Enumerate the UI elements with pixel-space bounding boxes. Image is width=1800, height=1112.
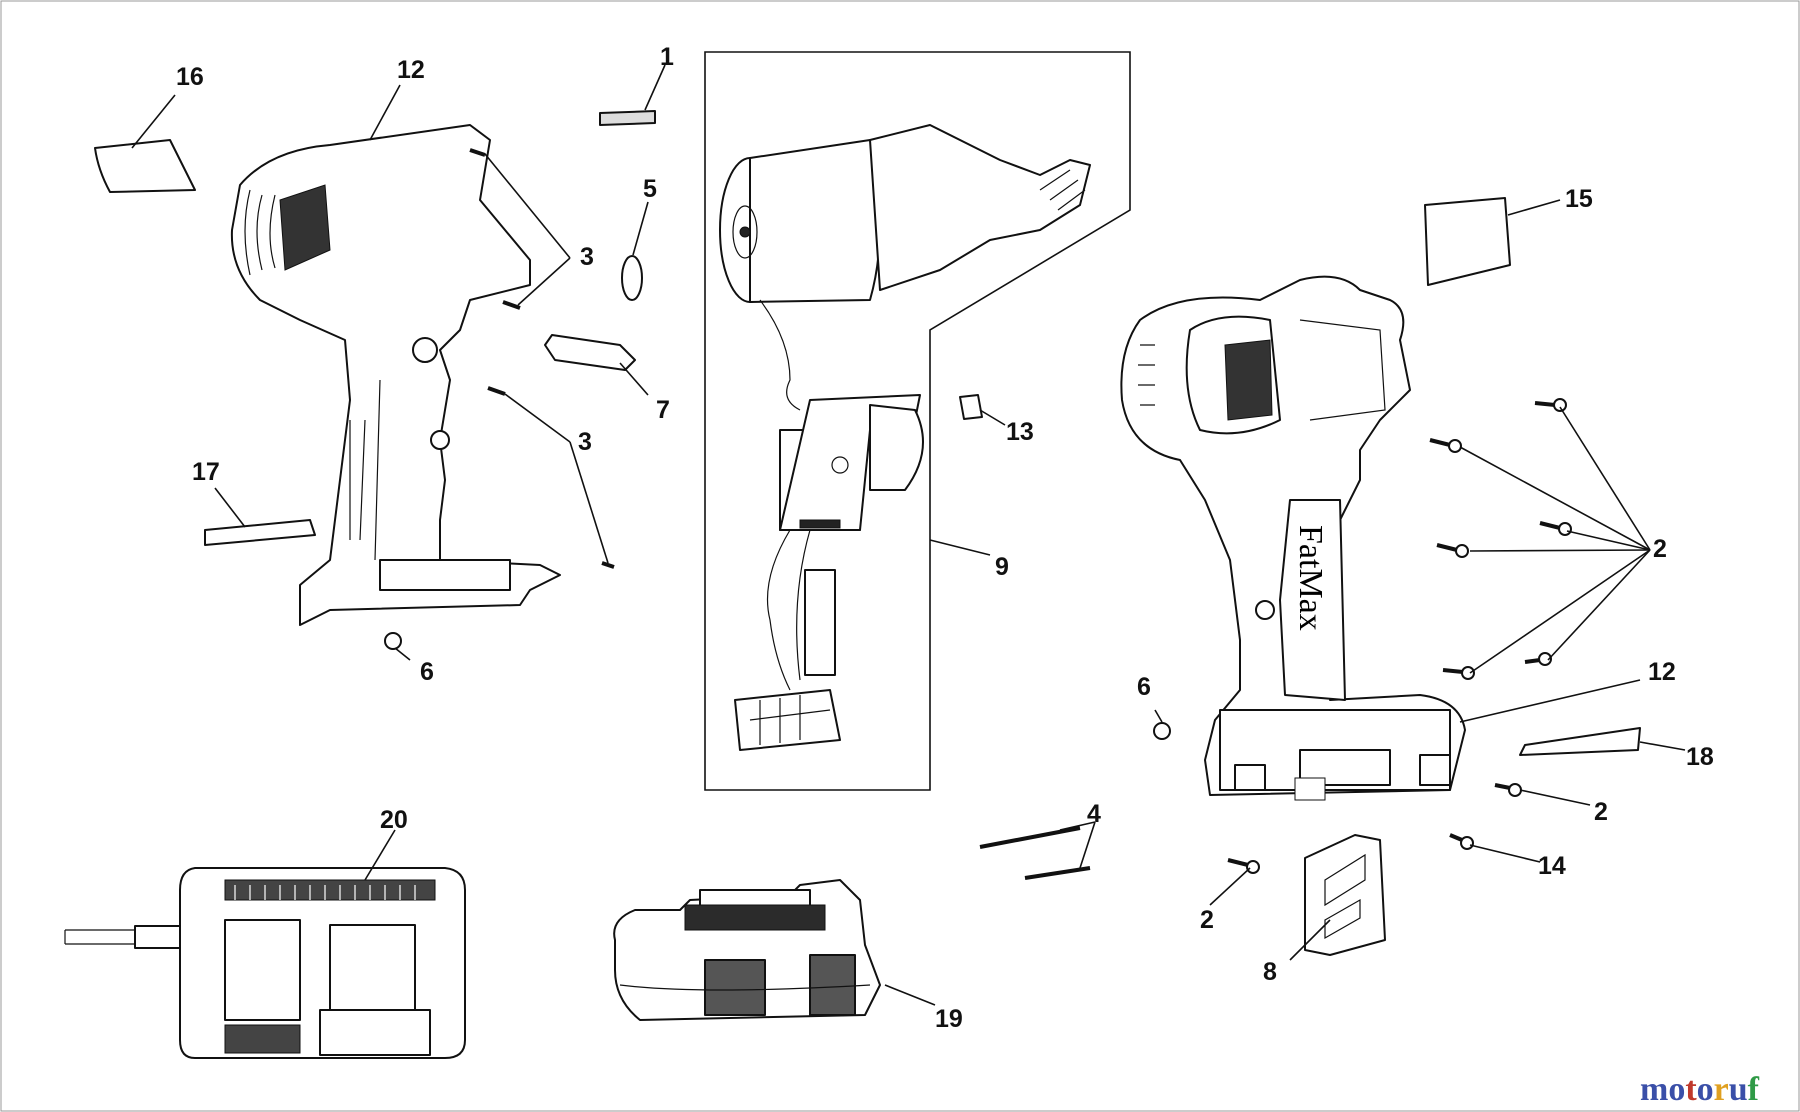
callout-20: 20 — [380, 806, 408, 834]
callout-6-right: 6 — [1137, 673, 1151, 701]
assembled-drill-housing: FatMax — [1120, 275, 1466, 801]
left-housing-half — [230, 124, 561, 626]
leader-lines — [131, 64, 1686, 1006]
watermark-letter: m — [1640, 1071, 1668, 1108]
battery-charger — [64, 867, 466, 1059]
callout-15: 15 — [1565, 185, 1593, 213]
callout-19: 19 — [935, 1005, 963, 1033]
watermark-letter: u — [1729, 1071, 1748, 1108]
callout-9: 9 — [995, 553, 1009, 581]
callout-17: 17 — [192, 458, 220, 486]
callout-6-left: 6 — [420, 658, 434, 686]
callout-5: 5 — [643, 175, 657, 203]
callout-3-lower: 3 — [578, 428, 592, 456]
watermark-letter: o — [1697, 1071, 1714, 1108]
callout-3-upper: 3 — [580, 243, 594, 271]
callout-12-left: 12 — [397, 56, 425, 84]
callout-1: 1 — [660, 43, 674, 71]
callout-18: 18 — [1686, 743, 1714, 771]
callout-2-cluster: 2 — [1653, 535, 1667, 563]
fatmax-logo: FatMax — [1292, 525, 1329, 631]
motor-switch-assembly — [704, 51, 1131, 791]
callout-13: 13 — [1006, 418, 1034, 446]
callout-12-right: 12 — [1648, 658, 1676, 686]
watermark-text: motoruf — [1640, 1071, 1760, 1108]
watermark-letter: o — [1668, 1071, 1685, 1108]
callout-labels: 1 16 12 3 5 7 3 17 6 13 9 15 2 12 18 2 1… — [176, 43, 1714, 1033]
battery-pack — [613, 879, 881, 1021]
watermark-letter: t — [1685, 1071, 1697, 1108]
callout-2-right: 2 — [1594, 798, 1608, 826]
callout-14: 14 — [1538, 852, 1566, 880]
callout-16: 16 — [176, 63, 204, 91]
watermark: motoruf — [1640, 1071, 1760, 1108]
watermark-letter: f — [1748, 1071, 1760, 1108]
callout-4: 4 — [1087, 800, 1101, 828]
callout-2-lower: 2 — [1200, 906, 1214, 934]
callout-7: 7 — [656, 396, 670, 424]
callout-8: 8 — [1263, 958, 1277, 986]
watermark-letter: r — [1714, 1071, 1729, 1108]
